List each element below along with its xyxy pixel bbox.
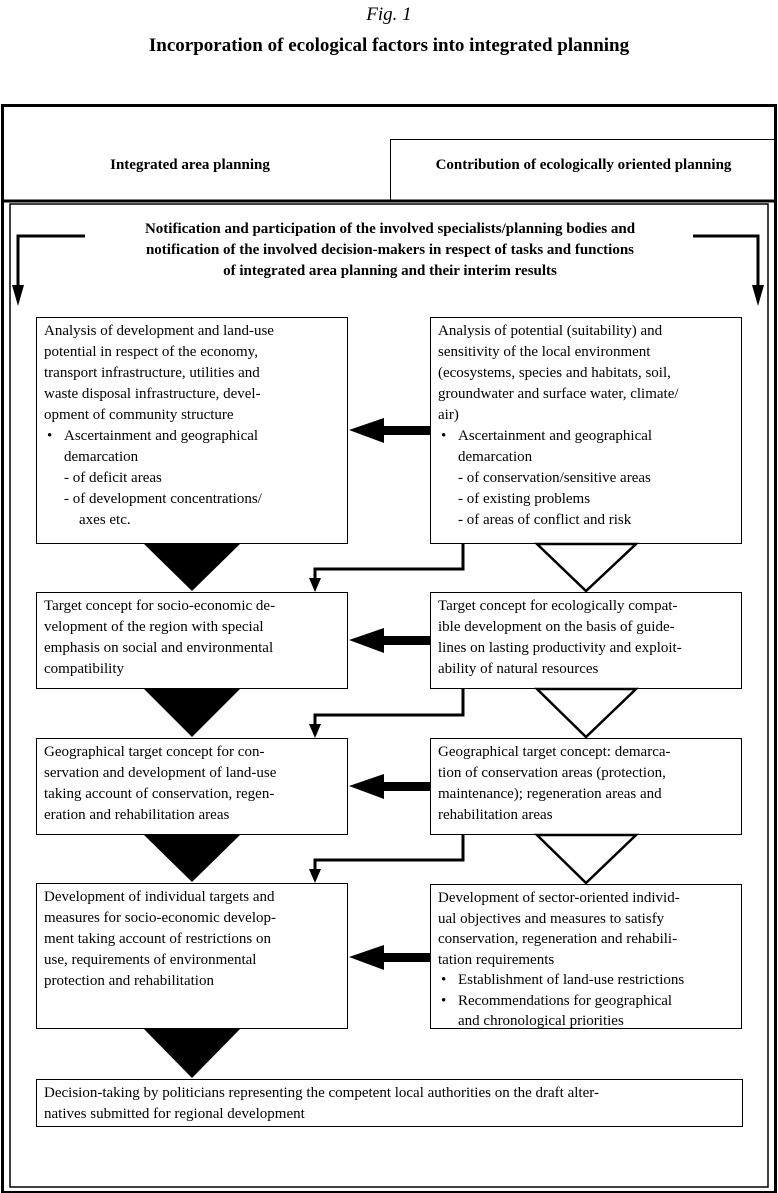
box-line: air) [438, 407, 459, 423]
box-line: velopment of the region with special [44, 619, 264, 635]
right-box-ecological-target: Target concept for ecologically compat- … [431, 593, 741, 688]
sub-item: - of conservation/sensitive areas [458, 470, 651, 486]
box-line: tation requirements [438, 951, 555, 968]
sub-item: - of areas of conflict and risk [458, 512, 632, 528]
left-box-individual-targets: Development of individual targets and me… [37, 884, 347, 1028]
notification-line: notification of the involved decision-ma… [145, 242, 635, 258]
horizontal-arrow-1 [349, 418, 430, 443]
right-flow-triangle-1 [533, 542, 640, 593]
box-line: lines on lasting productivity and exploi… [438, 640, 682, 656]
right-flow-triangle-3 [533, 833, 640, 885]
bullet-continuation: demarcation [64, 449, 139, 465]
box-line: conservation, regeneration and rehabili- [438, 931, 678, 947]
box-line: waste disposal infrastructure, devel- [44, 386, 261, 402]
box-line: Development of sector-oriented individ- [438, 890, 680, 906]
bullet-item: Establishment of land-use restrictions [438, 970, 735, 991]
box-line: tion of conservation areas (protection, [438, 765, 666, 781]
box-line: opment of community structure [44, 407, 234, 423]
box-line: use, requirements of environmental [44, 952, 257, 968]
box-line: potential in respect of the economy, [44, 344, 258, 360]
box-line: taking account of conservation, regen- [44, 786, 275, 802]
box-line: Analysis of development and land-use [44, 323, 274, 339]
box-line: (ecosystems, species and habitats, soil, [438, 365, 671, 381]
left-box-2-border [36, 592, 348, 689]
header-right-cell [390, 139, 776, 202]
box-line: ual objectives and measures to satisfy [438, 910, 665, 927]
box-line: sensitivity of the local environment [438, 344, 651, 360]
horizontal-arrow-2 [349, 628, 430, 653]
header-right-label: Contribution of ecologically oriented pl… [435, 157, 732, 173]
right-box-2-border [430, 592, 742, 689]
bullet-continuation: and chronological priorities [458, 1013, 624, 1029]
decision-box-border [36, 1079, 743, 1127]
horizontal-arrow-3 [349, 774, 430, 799]
box-line: natives submitted for regional developme… [44, 1106, 305, 1122]
figure-title: Incorporation of ecological factors into… [148, 35, 630, 56]
bullet-item: Ascertainment and geographical [44, 426, 341, 447]
left-box-4-border [36, 883, 348, 1029]
left-box-development-analysis: Analysis of development and land-use pot… [37, 318, 347, 543]
left-flow-triangle-3 [143, 834, 241, 882]
left-flow-triangle-1 [143, 543, 241, 591]
elbow-arrow-2 [309, 688, 465, 738]
sub-item-continuation: axes etc. [79, 512, 131, 528]
inner-frame [9, 203, 769, 1188]
box-line: groundwater and surface water, climate/ [438, 386, 679, 402]
box-line: compatibility [44, 661, 124, 677]
bullet-item: Ascertainment and geographical [438, 426, 735, 447]
box-line: Geographical target concept for con- [44, 744, 265, 760]
right-box-environment-analysis: Analysis of potential (suitability) and … [431, 318, 741, 543]
box-line: Target concept for socio-economic de- [44, 598, 276, 614]
box-line: ible development on the basis of guide- [438, 619, 675, 635]
bullet-continuation: demarcation [458, 449, 533, 465]
box-line: rehabilitation areas [438, 807, 553, 823]
box-line: ment taking account of restrictions on [44, 931, 272, 947]
decision-box: Decision-taking by politicians represent… [37, 1080, 742, 1126]
left-box-3-border [36, 738, 348, 835]
box-line: servation and development of land-use [44, 765, 277, 781]
box-line: ability of natural resources [438, 661, 599, 677]
box-line: Target concept for ecologically compat- [438, 598, 678, 614]
box-line: measures for socio-economic develop- [44, 910, 276, 926]
box-line: emphasis on social and environmental [44, 640, 274, 656]
box-line: Development of individual targets and [44, 889, 275, 905]
notification-right-connector [693, 234, 760, 292]
right-flow-triangle-2 [533, 687, 640, 739]
right-box-geographical-demarcation: Geographical target concept: demarca- ti… [431, 739, 741, 834]
sub-item: - of existing problems [458, 491, 591, 507]
box-line: transport infrastructure, utilities and [44, 365, 260, 381]
left-flow-triangle-4 [143, 1028, 241, 1078]
notification-left-connector [16, 234, 85, 292]
box-line: protection and rehabilitation [44, 973, 214, 989]
elbow-arrow-1 [309, 543, 465, 592]
box-line: Decision-taking by politicians represent… [44, 1085, 599, 1101]
box-line: Analysis of potential (suitability) and [438, 323, 663, 339]
sub-item: - of development concentrations/ [64, 491, 262, 507]
left-flow-triangle-2 [143, 688, 241, 737]
notification-text: Notification and participation of the in… [70, 219, 710, 282]
notification-left-arrowhead [12, 285, 24, 306]
header-left-label: Integrated area planning [110, 157, 270, 173]
elbow-arrow-3 [309, 834, 465, 883]
notification-line: of integrated area planning and their in… [223, 263, 557, 279]
sub-item: - of deficit areas [64, 470, 162, 486]
horizontal-arrow-4 [349, 945, 430, 970]
notification-right-arrowhead [752, 285, 764, 306]
box-line: Geographical target concept: demarca- [438, 744, 671, 760]
box-line: maintenance); regeneration areas and [438, 786, 662, 802]
bullet-item: Recommendations for geographical [438, 991, 735, 1012]
right-box-sector-objectives: Development of sector-oriented individ- … [431, 885, 741, 1029]
box-line: eration and rehabilitation areas [44, 807, 230, 823]
left-box-geographical-target: Geographical target concept for con- ser… [37, 739, 347, 834]
notification-line: Notification and participation of the in… [144, 221, 636, 237]
left-box-socio-economic-target: Target concept for socio-economic de- ve… [37, 593, 347, 688]
figure-label: Fig. 1 [366, 4, 412, 25]
